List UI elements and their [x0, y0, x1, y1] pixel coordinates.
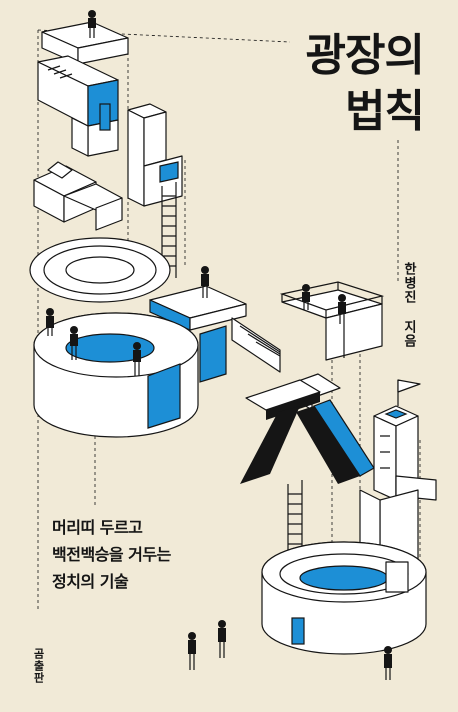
- pool-cylinder: [33, 312, 199, 438]
- people: [46, 10, 392, 680]
- person-platform-1: [302, 284, 310, 310]
- tall-tower: [127, 103, 183, 207]
- person-pool-2: [70, 326, 78, 360]
- author-credit: 한병진 지음: [401, 262, 416, 348]
- top-building: [37, 21, 129, 157]
- bottom-cylinder: [261, 541, 427, 655]
- tagline-line-3: 정치의 기술: [52, 572, 129, 591]
- person-pool-1: [46, 308, 54, 336]
- person-top: [88, 10, 96, 38]
- small-house: [33, 161, 123, 231]
- tagline-line-2: 백전백승을 거두는: [52, 545, 171, 564]
- publisher-name: 곰출판: [32, 648, 45, 684]
- book-title-line-2: 법칙: [345, 86, 425, 137]
- person-pool-3: [133, 342, 141, 376]
- ring-track: [29, 237, 171, 303]
- tagline-line-1: 머리띠 두르고: [52, 518, 143, 537]
- person-bottom-3: [384, 646, 392, 680]
- rail-platform: [279, 281, 385, 361]
- flag-tower: [359, 379, 437, 571]
- person-platform-2: [338, 294, 346, 324]
- person-bottom-2: [218, 620, 226, 658]
- book-title-line-1: 광장의: [305, 30, 425, 81]
- person-bottom-1: [188, 632, 196, 670]
- jieut-sculpture: [240, 373, 375, 484]
- person-ring: [201, 266, 209, 298]
- stair-platform: [149, 285, 281, 383]
